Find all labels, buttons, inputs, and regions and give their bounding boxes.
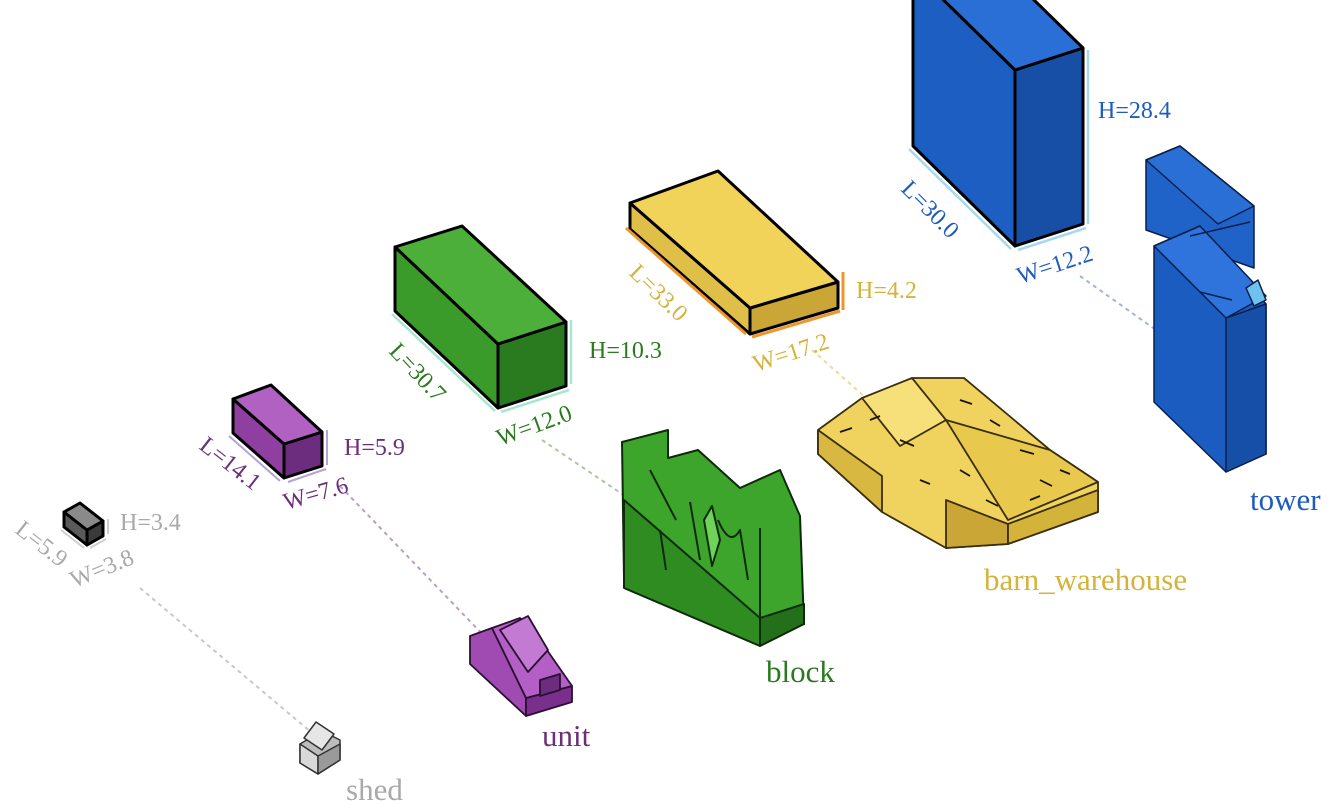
unit-name-label: unit (542, 718, 591, 753)
shed-model (299, 721, 341, 775)
tower-group: H=28.4 L=30.0 W=12.2 tower (896, 0, 1321, 517)
unit-width-label: W=7.6 (280, 473, 351, 516)
shed-width-label: W=3.8 (67, 545, 138, 594)
block-height-label: H=10.3 (589, 338, 662, 364)
shed-box (62, 501, 105, 547)
block-box (393, 224, 568, 410)
shed-connector-line (139, 587, 319, 739)
unit-connector-line (339, 485, 489, 641)
block-connector-line (541, 439, 629, 499)
block-group: H=10.3 L=30.7 W=12.0 block (384, 224, 835, 689)
block-dimension-arrows (391, 313, 573, 414)
shed-group: H=3.4 L=5.9 W=3.8 shed (10, 501, 403, 807)
tower-box (911, 0, 1085, 248)
block-name-label: block (766, 654, 835, 689)
shed-box-top (62, 501, 105, 532)
shed-dimension-arrows (60, 519, 109, 549)
tower-model (1145, 145, 1267, 473)
barn-warehouse-dimension-arrows (625, 226, 845, 339)
unit-model (469, 615, 573, 717)
unit-dimension-arrows (228, 430, 328, 483)
barn-warehouse-width-label: W=17.2 (750, 329, 832, 378)
barn-warehouse-model (817, 377, 1099, 549)
unit-box (231, 383, 324, 480)
tower-box-top (941, 0, 1085, 72)
tower-connector-line (1079, 275, 1157, 331)
barn-warehouse-height-label: H=4.2 (856, 278, 917, 304)
unit-height-label: H=5.9 (344, 435, 405, 461)
barn-warehouse-box-top (628, 169, 840, 310)
tower-name-label: tower (1250, 482, 1321, 517)
block-model (621, 429, 805, 647)
tower-box-side (1013, 46, 1085, 248)
block-width-label: W=12.0 (493, 400, 575, 451)
barn-warehouse-box (628, 169, 840, 336)
block-box-top (393, 224, 568, 346)
barn-warehouse-name-label: barn_warehouse (984, 562, 1187, 597)
unit-box-top (231, 383, 324, 446)
tower-dimension-arrows (908, 50, 1090, 252)
tower-height-label: H=28.4 (1098, 98, 1171, 124)
shed-height-label: H=3.4 (120, 510, 181, 536)
shed-name-label: shed (346, 772, 403, 807)
